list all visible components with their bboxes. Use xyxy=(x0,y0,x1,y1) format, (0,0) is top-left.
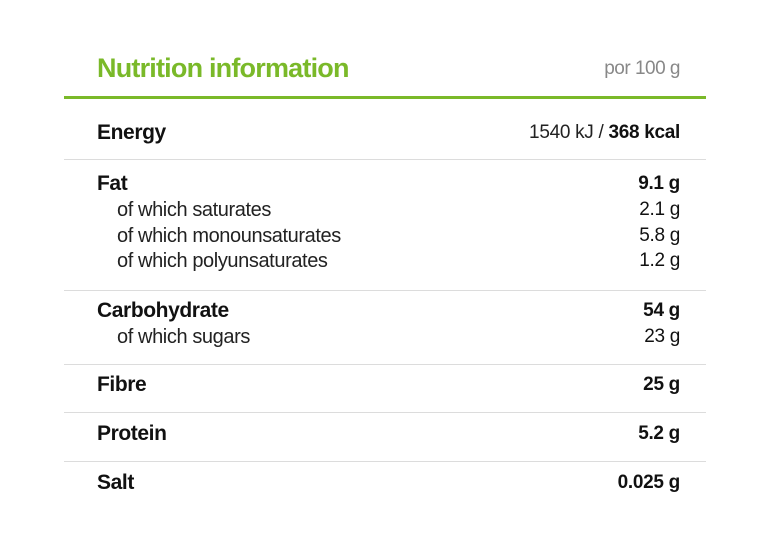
energy-kcal: 368 kcal xyxy=(608,122,680,143)
row-divider xyxy=(64,412,706,413)
nutrient-label: of which saturates xyxy=(117,199,271,221)
nutrient-value: 9.1 g xyxy=(638,173,680,194)
nutrient-value: 25 g xyxy=(643,374,680,395)
nutrient-value: 23 g xyxy=(644,326,680,347)
row-divider xyxy=(64,364,706,365)
energy-value: 1540 kJ / 368 kcal xyxy=(529,120,680,146)
nutrition-title: Nutrition information xyxy=(97,53,349,83)
nutrient-label: of which polyunsaturates xyxy=(117,250,328,272)
per-amount: por 100 g xyxy=(604,58,680,79)
header-divider xyxy=(64,96,706,99)
nutrient-value: 0.025 g xyxy=(617,472,681,493)
nutrient-label: Salt xyxy=(97,471,134,494)
nutrient-row: of which sugars 23 g xyxy=(97,324,680,350)
nutrient-row: of which polyunsaturates 1.2 g xyxy=(97,248,680,274)
row-divider xyxy=(64,461,706,462)
nutrient-label: Fibre xyxy=(97,373,147,396)
row-divider xyxy=(64,290,706,291)
nutrient-label: of which sugars xyxy=(117,326,250,348)
nutrient-label: of which monounsaturates xyxy=(117,225,341,247)
nutrient-value: 54 g xyxy=(643,300,680,321)
nutrient-value: 5.2 g xyxy=(638,423,680,444)
nutrient-value: 2.1 g xyxy=(639,199,680,220)
row-divider xyxy=(64,159,706,160)
nutrient-label: Carbohydrate xyxy=(97,299,229,322)
energy-kj: 1540 kJ / xyxy=(529,122,609,143)
nutrient-label: Protein xyxy=(97,422,167,445)
nutrient-label: Fat xyxy=(97,172,128,195)
nutrient-row: of which monounsaturates 5.8 g xyxy=(97,223,680,249)
nutrient-row: Fat 9.1 g xyxy=(97,171,680,197)
nutrient-row: Salt 0.025 g xyxy=(97,470,680,496)
nutrient-row: of which saturates 2.1 g xyxy=(97,197,680,223)
energy-row: Energy 1540 kJ / 368 kcal xyxy=(97,120,680,146)
nutrient-value: 5.8 g xyxy=(639,225,680,246)
nutrient-row: Protein 5.2 g xyxy=(97,421,680,447)
energy-label: Energy xyxy=(97,121,166,144)
nutrient-value: 1.2 g xyxy=(639,250,680,271)
nutrient-row: Carbohydrate 54 g xyxy=(97,298,680,324)
nutrient-row: Fibre 25 g xyxy=(97,372,680,398)
